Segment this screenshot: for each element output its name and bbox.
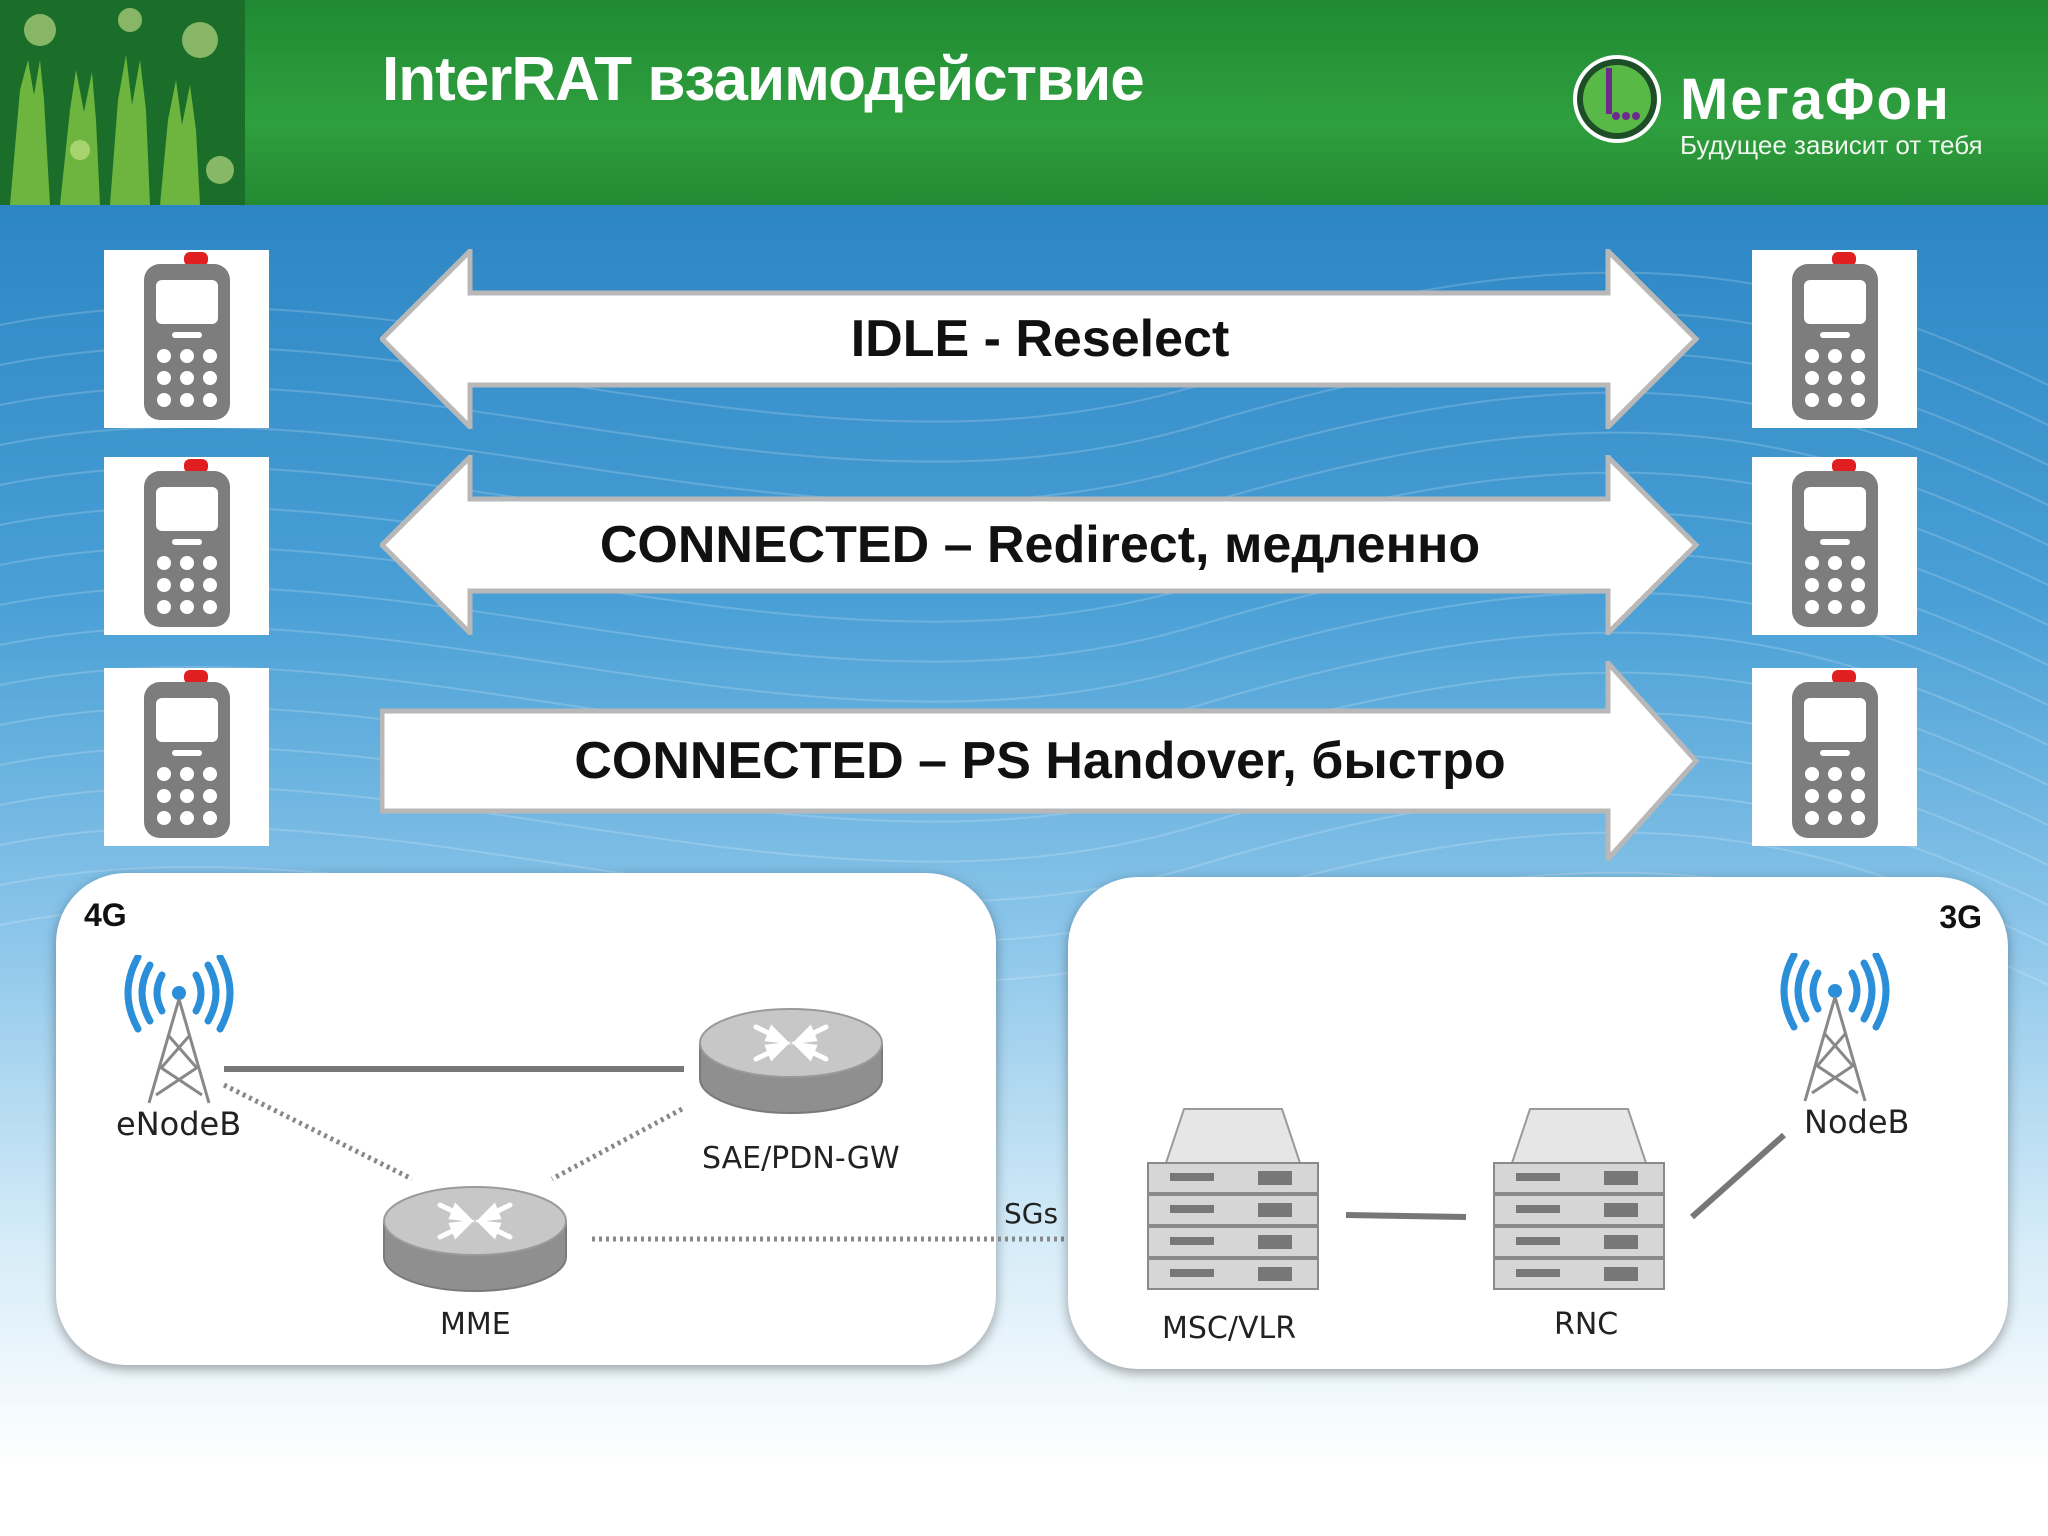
arrow-connected-redirect: CONNECTED – Redirect, медленно: [380, 455, 1700, 635]
links-3g: [1345, 1132, 1786, 1220]
phone-icon-left-3: [104, 668, 269, 846]
slide-body: IDLE - Reselect CONNECTED – Redirect, ме…: [0, 205, 2048, 1536]
arrow-label-idle: IDLE - Reselect: [850, 310, 1230, 368]
header-bar: InterRAT взаимодействие МегаФон Будущее …: [0, 0, 2048, 205]
arrow-connected-ps-handover: CONNECTED – PS Handover, быстро: [380, 661, 1700, 861]
page-title: InterRAT взаимодействие: [382, 45, 1145, 114]
megafon-logo: [1573, 55, 1661, 143]
phone-icon-left-2: [104, 457, 269, 635]
panel-4g-label: 4G: [84, 897, 127, 933]
panel-3g-label: 3G: [1939, 899, 1982, 935]
server-icon-rnc: [1493, 1108, 1665, 1290]
phone-icon-right-1: [1752, 250, 1917, 428]
node-label-mme: MME: [440, 1307, 511, 1342]
antenna-icon-enodeb: [124, 955, 234, 1104]
node-label-nodeb: NodeB: [1804, 1103, 1910, 1141]
brand-name: МегаФон: [1680, 67, 1951, 132]
brand-tagline: Будущее зависит от тебя: [1680, 130, 1983, 160]
server-icon-msc-vlr: [1147, 1108, 1319, 1290]
router-icon-sae-pdn-gw: [699, 1008, 883, 1114]
header-decoration-image: [0, 0, 245, 205]
phone-icon-right-2: [1752, 457, 1917, 635]
phone-icon-left-1: [104, 250, 269, 428]
node-label-enodeb: eNodeB: [116, 1105, 242, 1143]
panel-3g: 3G NodeB: [1068, 877, 2008, 1369]
arrow-label-ps-handover: CONNECTED – PS Handover, быстро: [574, 732, 1506, 790]
interface-label-sgs: SGs: [1004, 1197, 1059, 1230]
links-4g: [222, 1066, 684, 1182]
router-icon-mme: [383, 1186, 567, 1292]
node-label-msc-vlr: MSC/VLR: [1162, 1311, 1297, 1346]
sgs-interface-link: [592, 1236, 1118, 1242]
arrow-label-redirect: CONNECTED – Redirect, медленно: [599, 516, 1481, 574]
panel-4g: 4G eNodeB SAE/PDN-GW: [56, 873, 996, 1365]
antenna-icon-nodeb: [1780, 953, 1890, 1102]
arrow-idle-reselect: IDLE - Reselect: [380, 249, 1700, 429]
node-label-sae-pdn-gw: SAE/PDN-GW: [702, 1141, 900, 1176]
node-label-rnc: RNC: [1554, 1307, 1619, 1342]
phone-icon-right-3: [1752, 668, 1917, 846]
